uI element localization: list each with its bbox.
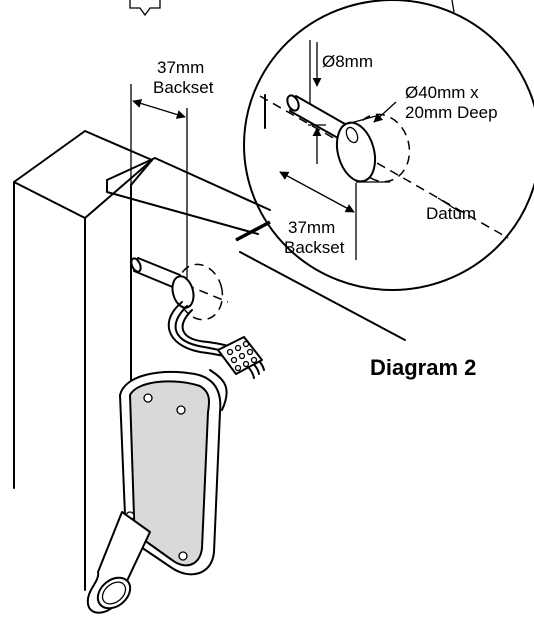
datum-label: Datum (426, 204, 476, 223)
large-hole-label-line2: 20mm Deep (405, 103, 498, 122)
large-hole-label-line1: Ø40mm x (405, 83, 479, 102)
diagram-title: Diagram 2 (370, 355, 476, 380)
door-holes (129, 257, 229, 321)
backset-inner-label: Backset (284, 238, 345, 257)
backset-top-label: Backset (153, 78, 214, 97)
backset-dimension-top (130, 84, 188, 278)
small-hole-label: Ø8mm (322, 52, 373, 71)
lever-handle (86, 370, 222, 614)
backset-inner-value: 37mm (288, 218, 335, 237)
cable-connector (167, 301, 265, 411)
door-edge (106, 157, 406, 341)
top-crop-fragment (129, 0, 455, 17)
detail-circle (235, 0, 534, 291)
backset-top-value: 37mm (157, 58, 204, 77)
